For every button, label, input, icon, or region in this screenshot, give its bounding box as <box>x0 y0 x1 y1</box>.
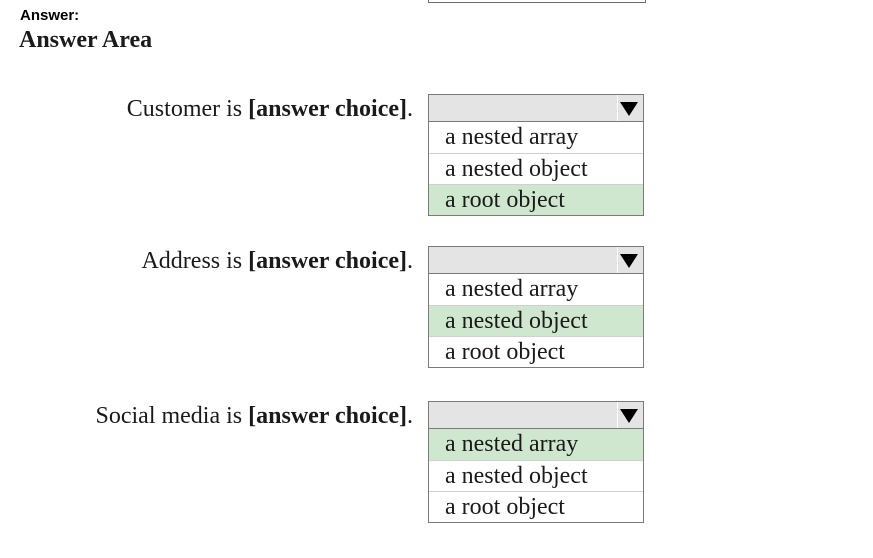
dropdown-option-selected[interactable]: a nested object <box>429 305 643 336</box>
question-prefix: Social media is <box>95 403 249 429</box>
question-text-address: Address is [answer choice]. <box>141 246 413 276</box>
dropdown-divider <box>617 95 618 121</box>
chevron-down-icon[interactable] <box>620 409 638 423</box>
previous-dropdown-edge <box>428 0 646 3</box>
dropdown-address[interactable]: a nested array a nested object a root ob… <box>428 246 644 368</box>
question-suffix: . <box>407 96 413 122</box>
dropdown-header[interactable] <box>428 94 644 122</box>
answer-choice-placeholder: [answer choice] <box>248 248 407 274</box>
question-prefix: Address is <box>141 248 249 274</box>
answer-label: Answer: <box>20 7 80 24</box>
dropdown-divider <box>617 402 618 428</box>
dropdown-header[interactable] <box>428 401 644 429</box>
dropdown-options: a nested array a nested object a root ob… <box>428 429 644 523</box>
dropdown-option[interactable]: a nested array <box>429 122 643 153</box>
question-suffix: . <box>407 403 413 429</box>
question-text-customer: Customer is [answer choice]. <box>127 94 413 124</box>
dropdown-option[interactable]: a root object <box>429 336 643 367</box>
question-text-social-media: Social media is [answer choice]. <box>96 401 414 431</box>
answer-area-title: Answer Area <box>19 27 153 53</box>
answer-choice-placeholder: [answer choice] <box>248 403 407 429</box>
dropdown-header[interactable] <box>428 246 644 274</box>
question-suffix: . <box>407 248 413 274</box>
chevron-down-icon[interactable] <box>620 254 638 268</box>
dropdown-social-media[interactable]: a nested array a nested object a root ob… <box>428 401 644 523</box>
dropdown-divider <box>617 247 618 273</box>
dropdown-option[interactable]: a nested object <box>429 153 643 184</box>
dropdown-options: a nested array a nested object a root ob… <box>428 274 644 368</box>
dropdown-option[interactable]: a nested object <box>429 460 643 491</box>
question-prefix: Customer is <box>126 96 249 122</box>
dropdown-option[interactable]: a nested array <box>429 274 643 305</box>
dropdown-option-selected[interactable]: a root object <box>429 184 643 215</box>
dropdown-option[interactable]: a root object <box>429 491 643 522</box>
chevron-down-icon[interactable] <box>620 102 638 116</box>
dropdown-customer[interactable]: a nested array a nested object a root ob… <box>428 94 644 216</box>
dropdown-option-selected[interactable]: a nested array <box>429 429 643 460</box>
answer-choice-placeholder: [answer choice] <box>248 96 407 122</box>
dropdown-options: a nested array a nested object a root ob… <box>428 122 644 216</box>
